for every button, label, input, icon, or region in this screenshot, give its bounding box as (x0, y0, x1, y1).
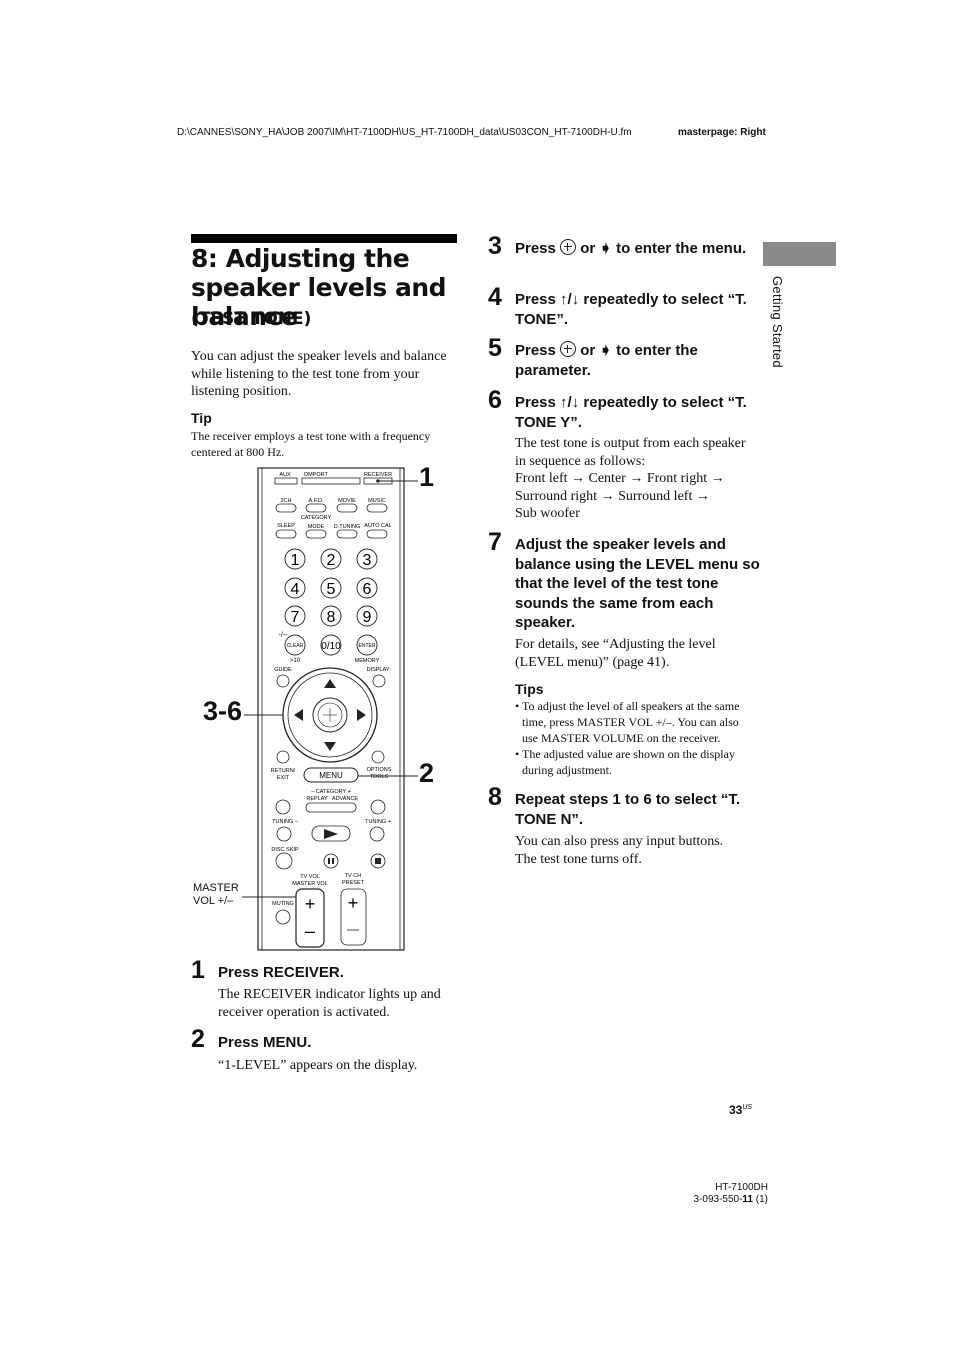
remote-label-afd: A.F.D. (309, 498, 324, 504)
step-3-heading: Press or ➧ to enter the menu. (515, 239, 747, 257)
remote-label-movie: MOVIE (338, 498, 356, 504)
up-down-arrow-icon: ↑/↓ (560, 394, 580, 411)
remote-label-category: CATEGORY (301, 515, 332, 521)
remote-label-master-vol: MASTER VOL (292, 881, 327, 887)
remote-label-mode: MODE (308, 524, 325, 530)
step-7-number: 7 (488, 528, 502, 556)
remote-digit: 7 (291, 609, 300, 626)
svg-text:+: + (305, 894, 316, 914)
remote-label-exit: EXIT (277, 775, 290, 781)
remote-label-return: RETURN/ (271, 768, 296, 774)
svg-text:+: + (348, 893, 359, 913)
remote-label-tuning-minus: TUNING – (272, 819, 299, 825)
enter-button-icon (560, 239, 577, 255)
step-6-body: The test tone is output from each speake… (515, 436, 746, 522)
remote-label-music: MUSIC (368, 498, 386, 504)
remote-label-memory: MEMORY (355, 658, 380, 664)
tips-list: To adjust the level of all speakers at t… (515, 698, 755, 778)
remote-digit: 9 (363, 609, 372, 626)
step-5-number: 5 (488, 334, 502, 362)
remote-master-vol-rocker (295, 888, 325, 948)
callout-3-6: 3-6 (203, 696, 243, 726)
remote-digit: 2 (327, 552, 336, 569)
masterpage-label: masterpage: Right (678, 127, 766, 138)
remote-body (257, 467, 405, 951)
section-title: 8: Adjusting the speaker levels and bala… (191, 244, 447, 331)
remote-digit: 8 (327, 609, 336, 626)
remote-illustration: AUX DMPORT RECEIVER 2CH A.F.D. MOVIE MUS… (242, 467, 418, 951)
enter-button-icon (560, 341, 577, 357)
step-8-number: 8 (488, 783, 502, 811)
step-2-heading: Press MENU. (218, 1034, 312, 1051)
remote-label-category-pm: – CATEGORY + (311, 789, 351, 795)
remote-label-aux: AUX (279, 472, 291, 478)
tip-heading: Tip (191, 410, 212, 426)
remote-label-dash: -/-- (279, 632, 289, 639)
remote-label-sleep: SLEEP (277, 523, 295, 529)
step-4-number: 4 (488, 283, 502, 311)
remote-label-gt10: >10 (290, 658, 301, 664)
step-8-heading: Repeat steps 1 to 6 to select “T. TONE N… (515, 791, 741, 828)
callout-2: 2 (419, 758, 435, 788)
remote-digit: 3 (363, 552, 372, 569)
step-4-heading: Press ↑/↓ repeatedly to select “T. TONE”… (515, 291, 747, 328)
remote-label-disc-skip: DISC SKIP (271, 847, 299, 853)
step-8-body: You can also press any input buttons. Th… (515, 834, 724, 867)
tips-heading: Tips (515, 681, 544, 697)
file-path-header: D:\CANNES\SONY_HA\JOB 2007\IM\HT-7100DH\… (177, 127, 632, 138)
step-6-heading: Press ↑/↓ repeatedly to select “T. TONE … (515, 394, 747, 431)
up-down-arrow-icon: ↑/↓ (560, 291, 580, 308)
remote-label-dtuning: D.TUNING (334, 524, 361, 530)
remote-label-tv-vol: TV VOL (300, 874, 320, 880)
callout-1: 1 (419, 462, 435, 492)
tip-text: The receiver employs a test tone with a … (191, 429, 431, 459)
tip-item: The adjusted value are shown on the disp… (515, 746, 755, 778)
step-7-body: For details, see “Adjusting the level (L… (515, 637, 716, 670)
remote-label-clear: CLEAR (287, 643, 304, 649)
remote-label-tuning-plus: TUNING + (365, 819, 391, 825)
remote-label-menu: MENU (319, 771, 343, 780)
intro-paragraph: You can adjust the speaker levels and ba… (191, 349, 447, 400)
remote-label-display: DISPLAY (367, 667, 390, 673)
section-subtitle: (TEST TONE) (191, 309, 312, 329)
remote-digit: 5 (327, 581, 336, 598)
right-arrow-icon: ➧ (599, 240, 612, 257)
step-1-number: 1 (191, 956, 205, 984)
remote-label-guide: GUIDE (274, 667, 292, 673)
remote-label-2ch: 2CH (280, 498, 291, 504)
remote-label-muting: MUTING (272, 901, 294, 907)
side-tab-label: Getting Started (770, 276, 785, 368)
right-arrow-icon: ➧ (599, 342, 612, 359)
svg-text:–: – (305, 921, 315, 941)
remote-label-enter: ENTER (359, 643, 376, 649)
step-3-number: 3 (488, 232, 502, 260)
remote-digit: 6 (363, 581, 372, 598)
page-number: 33US (729, 1103, 753, 1117)
remote-label-zero: 0/10 (321, 641, 341, 652)
remote-label-receiver: RECEIVER (364, 472, 392, 478)
remote-label-tools: TOOLS (370, 774, 389, 780)
remote-label-options: OPTIONS (367, 767, 392, 773)
section-tab-marker (763, 242, 836, 266)
step-2-number: 2 (191, 1025, 205, 1053)
remote-label-replay: REPLAY (306, 796, 328, 802)
step-6-number: 6 (488, 386, 502, 414)
remote-digit: 1 (291, 552, 300, 569)
step-5-heading: Press or ➧ to enter the parameter. (515, 341, 698, 379)
remote-digit: 4 (291, 581, 300, 598)
remote-label-advance: ADVANCE (332, 796, 359, 802)
master-vol-label: MASTER VOL +/– (193, 882, 239, 907)
footer-model: HT-7100DH 3-093-550-11 (1) (693, 1182, 769, 1205)
title-rule (191, 234, 457, 243)
step-1-body: The RECEIVER indicator lights up and rec… (218, 987, 441, 1020)
step-1-heading: Press RECEIVER. (218, 964, 344, 981)
remote-label-tv-ch: TV CH (345, 873, 362, 879)
remote-label-preset: PRESET (342, 880, 365, 886)
tip-item: To adjust the level of all speakers at t… (515, 698, 755, 746)
step-2-body: “1-LEVEL” appears on the display. (218, 1058, 418, 1073)
step-7-heading: Adjust the speaker levels and balance us… (515, 536, 760, 631)
remote-label-autocal: AUTO CAL (364, 523, 391, 529)
remote-label-dmport: DMPORT (304, 472, 328, 478)
